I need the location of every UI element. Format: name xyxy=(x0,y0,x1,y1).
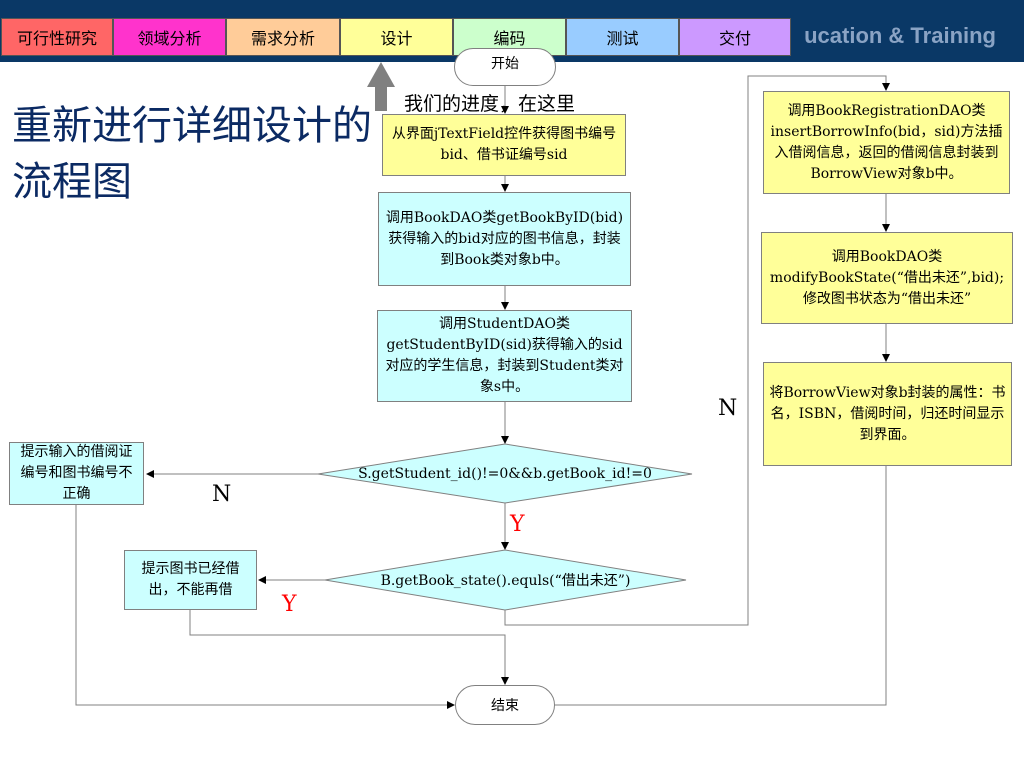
phase-label: 需求分析 xyxy=(250,29,315,48)
end-label: 结束 xyxy=(491,698,519,714)
phase-label: 测试 xyxy=(606,29,639,48)
error-invalid-ids: 提示输入的借阅证编号和图书编号不正确 xyxy=(9,442,144,505)
start-terminal: 开始 xyxy=(454,48,556,86)
phase-feasibility[interactable]: 可行性研究 xyxy=(1,18,113,56)
start-label: 开始 xyxy=(491,56,519,72)
phase-testing[interactable]: 测试 xyxy=(566,18,679,56)
progress-pointer-icon xyxy=(367,62,395,111)
end-terminal: 结束 xyxy=(455,685,555,725)
phase-label: 编码 xyxy=(493,29,526,48)
branch-label-yes: Y xyxy=(282,592,297,617)
process-insert-borrow: 调用BookRegistrationDAO类insertBorrowInfo(b… xyxy=(763,91,1010,194)
phase-delivery[interactable]: 交付 xyxy=(679,18,791,56)
process-display-result: 将BorrowView对象b封装的属性：书名，ISBN，借阅时间，归还时间显示到… xyxy=(763,362,1012,466)
branch-label-yes: Y xyxy=(510,512,525,537)
phase-domain-analysis[interactable]: 领域分析 xyxy=(113,18,226,56)
phase-label: 交付 xyxy=(718,29,751,48)
branch-label-no: N xyxy=(718,396,738,421)
process-modify-state: 调用BookDAO类modifyBookState(“借出未还”,bid);修改… xyxy=(761,232,1013,324)
process-get-book: 调用BookDAO类getBookByID(bid)获得输入的bid对应的图书信… xyxy=(378,192,631,286)
slide-title: 重新进行详细设计的流程图 xyxy=(12,103,372,205)
phase-design[interactable]: 设计 xyxy=(340,18,453,56)
decision-book-borrowed: B.getBook_state().equls(“借出未还”) xyxy=(380,573,631,589)
branch-label-no: N xyxy=(212,482,232,507)
error-book-borrowed: 提示图书已经借出，不能再借 xyxy=(124,550,257,610)
progress-note: 我们的进度，在这里 xyxy=(404,93,576,115)
decision-ids-valid: S.getStudent_id()!=0&&b.getBook_id!=0 xyxy=(358,466,652,482)
phase-label: 领域分析 xyxy=(137,29,202,48)
decision-shapes xyxy=(317,443,693,611)
phase-label: 设计 xyxy=(380,29,413,48)
process-get-input: 从界面jTextField控件获得图书编号bid、借书证编号sid xyxy=(382,114,626,176)
brand-text: ucation & Training xyxy=(804,23,996,48)
phase-requirements[interactable]: 需求分析 xyxy=(226,18,340,56)
phase-label: 可行性研究 xyxy=(16,29,97,48)
process-get-student: 调用StudentDAO类getStudentByID(sid)获得输入的sid… xyxy=(377,310,632,402)
